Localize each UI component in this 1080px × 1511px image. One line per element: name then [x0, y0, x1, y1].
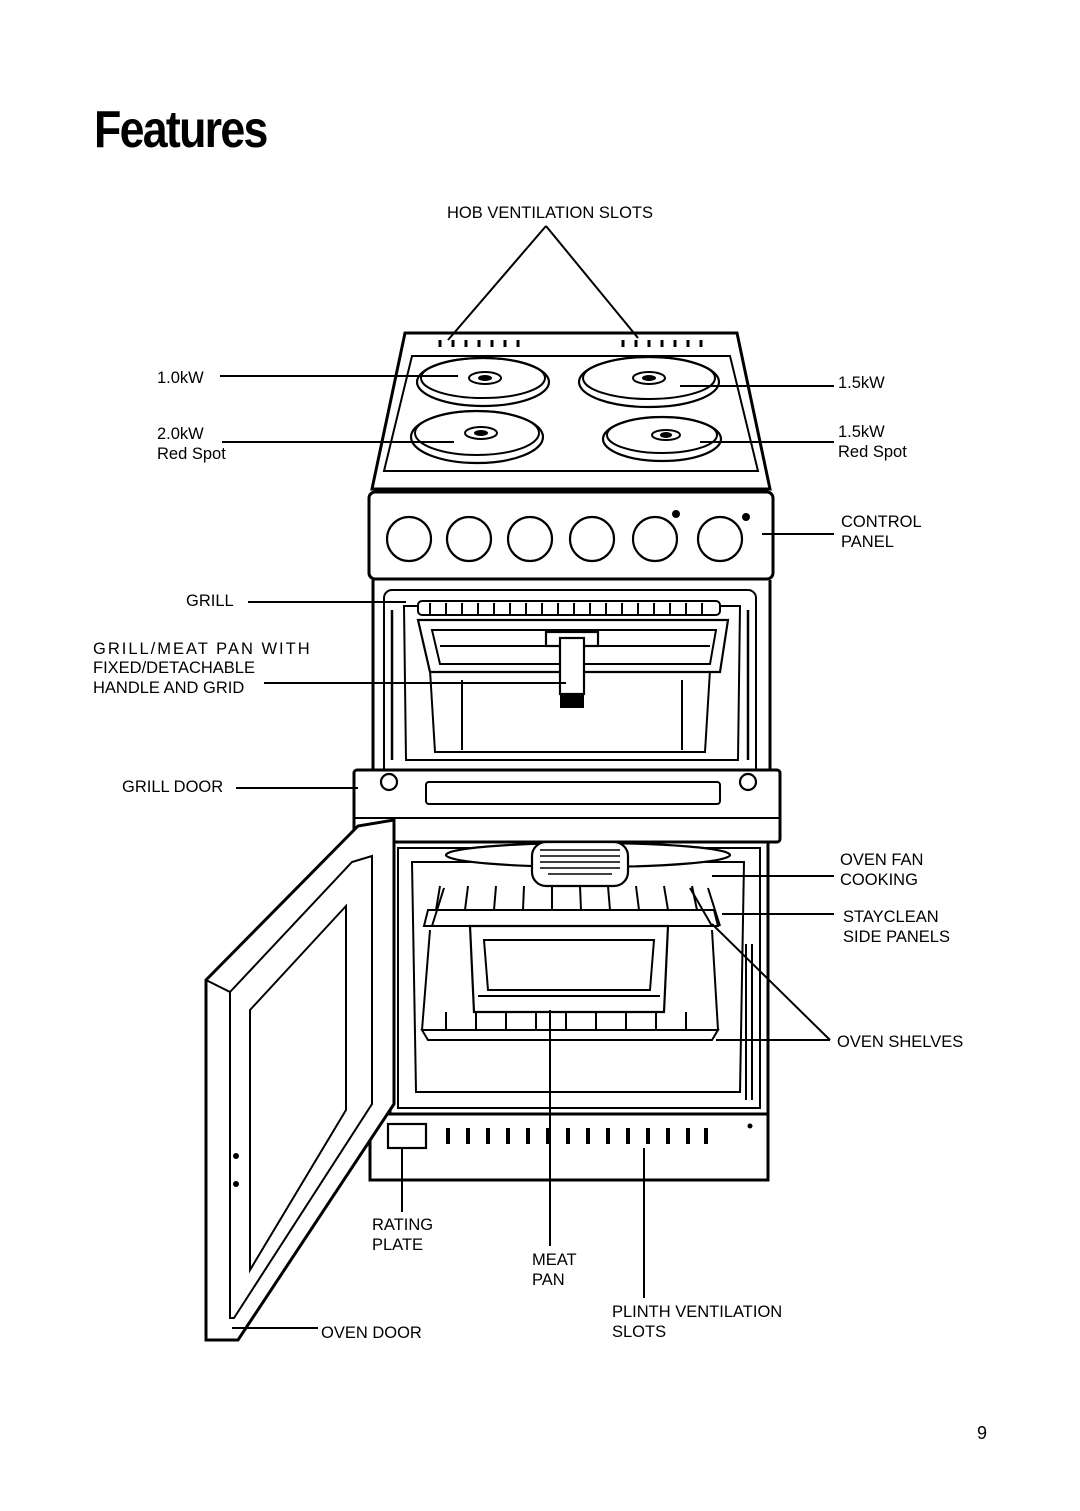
oven-shelf-upper [422, 885, 720, 927]
label-control-panel: CONTROL [841, 513, 922, 531]
labels: HOB VENTILATION SLOTS 1.0kW 2.0kW Red Sp… [93, 204, 963, 1342]
hotplate-1kw [415, 356, 551, 408]
label-rating-plate: RATING [372, 1216, 433, 1234]
red-spot-indicator [742, 513, 750, 521]
oven-fan [444, 840, 732, 888]
label-hotplate-15kw-front: 1.5kW [838, 423, 885, 441]
rating-plate [386, 1122, 428, 1150]
hotplate-15kw-front [601, 415, 723, 463]
label-grill-pan-2: FIXED/DETACHABLE [93, 659, 255, 677]
label-plinth-ventilation: PLINTH VENTILATION [612, 1303, 782, 1321]
label-grill-pan-1: GRILL/MEAT PAN WITH [93, 640, 312, 658]
label-plinth-ventilation-2: SLOTS [612, 1323, 666, 1341]
control-knob [568, 515, 616, 563]
hob-ventilation-slots [438, 340, 703, 347]
label-oven-door: OVEN DOOR [321, 1324, 422, 1342]
label-oven-fan-2: COOKING [840, 871, 918, 889]
grill-element [417, 600, 721, 616]
label-hotplate-1kw: 1.0kW [157, 369, 204, 387]
label-oven-fan: OVEN FAN [840, 851, 923, 869]
plinth [368, 1112, 770, 1182]
hotplate-2kw [409, 409, 545, 465]
label-hotplate-15kw-red-spot: Red Spot [838, 443, 907, 461]
label-hob-ventilation-slots: HOB VENTILATION SLOTS [447, 204, 653, 222]
plinth-ventilation-slots [446, 1128, 708, 1144]
page-number: 9 [976, 1423, 987, 1443]
control-knob [631, 515, 679, 563]
control-panel [367, 490, 775, 581]
hotplate-15kw-back [577, 355, 721, 409]
label-meat-pan-2: PAN [532, 1271, 565, 1289]
label-stayclean-2: SIDE PANELS [843, 928, 950, 946]
label-control-panel-2: PANEL [841, 533, 894, 551]
red-spot-indicator [672, 510, 680, 518]
label-hotplate-2kw: 2.0kW [157, 425, 204, 443]
grill-pan [416, 618, 730, 708]
label-oven-shelves: OVEN SHELVES [837, 1033, 963, 1051]
control-knob [385, 515, 433, 563]
page-title: Features [94, 101, 268, 159]
hob [370, 331, 772, 491]
label-hotplate-2kw-red-spot: Red Spot [157, 445, 226, 463]
label-hotplate-15kw-back: 1.5kW [838, 374, 885, 392]
grill-door [352, 768, 782, 844]
oven-door [204, 818, 396, 1342]
label-rating-plate-2: PLATE [372, 1236, 423, 1254]
label-grill-door: GRILL DOOR [122, 778, 223, 796]
label-grill-pan-3: HANDLE AND GRID [93, 679, 244, 697]
stayclean-side-panels [431, 887, 753, 1100]
grill-compartment [383, 589, 757, 787]
meat-pan [468, 924, 670, 1014]
control-knob [506, 515, 554, 563]
leader-lines [220, 225, 834, 1329]
oven-shelf-lower [420, 929, 720, 1041]
label-meat-pan: MEAT [532, 1251, 577, 1269]
oven-cavity [397, 840, 761, 1109]
control-knob [445, 515, 493, 563]
label-stayclean: STAYCLEAN [843, 908, 939, 926]
control-knob [696, 515, 744, 563]
label-grill: GRILL [186, 592, 234, 610]
